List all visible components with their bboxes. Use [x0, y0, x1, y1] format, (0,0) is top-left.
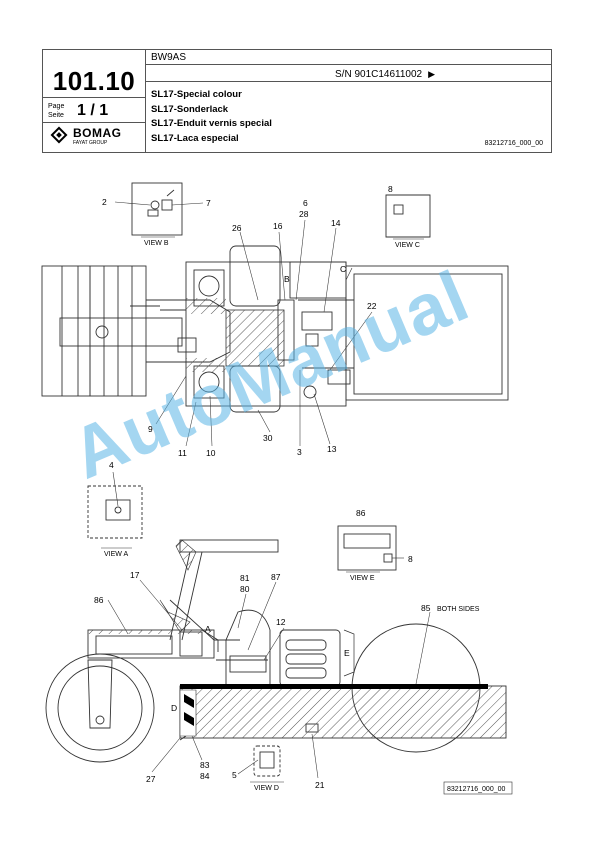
callout-27: 27 — [146, 774, 156, 784]
title-en: SL17-Special colour — [151, 89, 242, 100]
callout-b: B — [284, 274, 290, 284]
header-rule — [43, 122, 145, 123]
callout-5: 5 — [232, 770, 237, 780]
title-list: SL17-Special colour SL17-Sonderlack SL17… — [151, 88, 272, 146]
view-e-label: VIEW E — [350, 575, 375, 582]
serial-number: S/N 901C14611002▶ — [335, 69, 436, 80]
callout-86: 86 — [356, 508, 366, 518]
page-number: 1 / 1 — [77, 102, 109, 119]
callout-21: 21 — [315, 780, 325, 790]
drawing-ref-box — [443, 781, 513, 795]
view-b-label: VIEW B — [144, 240, 169, 247]
header-rule — [145, 64, 551, 65]
callout-84: 84 — [200, 771, 210, 781]
title-fr: SL17-Enduit vernis special — [151, 118, 272, 129]
view-b-frame — [131, 182, 183, 236]
doc-reference: 83212716_000_00 — [484, 140, 543, 147]
callout-12: 12 — [276, 617, 286, 627]
callout-e: E — [344, 648, 350, 658]
view-c-label: VIEW C — [395, 242, 420, 249]
header-rule — [43, 97, 145, 98]
callout-26: 26 — [232, 223, 242, 233]
view-c-frame — [385, 194, 431, 238]
callout-a: A — [205, 624, 211, 634]
callout-11: 11 — [178, 448, 187, 458]
view-d-label: VIEW D — [254, 785, 279, 792]
callout-80: 80 — [240, 584, 250, 594]
drawing-ref-label: 83212716_000_00 — [447, 786, 506, 793]
callout-16: 16 — [273, 221, 283, 231]
section-number: 101.10 — [52, 66, 136, 96]
callout-14: 14 — [331, 218, 341, 228]
callout-2: 2 — [102, 197, 107, 207]
title-de: SL17-Sonderlack — [151, 103, 229, 115]
callout-86: 86 — [94, 595, 104, 605]
view-a-label: VIEW A — [104, 551, 128, 558]
header-rule — [145, 81, 551, 82]
title-es: SL17-Laca especial — [151, 132, 239, 144]
bomag-logo: BOMAG FAYAT GROUP — [50, 126, 137, 150]
callout-3: 3 — [297, 447, 302, 457]
callout-both-sides: BOTH SIDES — [437, 606, 480, 613]
play-arrow-icon[interactable]: ▶ — [428, 69, 436, 79]
callout-10: 10 — [206, 448, 216, 458]
callout-87: 87 — [271, 572, 281, 582]
callout-28: 28 — [299, 209, 309, 219]
callout-17: 17 — [130, 570, 140, 580]
header-divider — [145, 50, 146, 152]
callout-4: 4 — [109, 460, 114, 470]
callout-85: 85 — [421, 603, 431, 613]
callout-83: 83 — [200, 760, 210, 770]
callout-9: 9 — [148, 424, 153, 434]
callout-7: 7 — [206, 198, 211, 208]
callout-6: 6 — [303, 198, 308, 208]
callout-8: 8 — [388, 184, 393, 194]
callout-c: C — [340, 264, 346, 274]
callout-d: D — [171, 703, 177, 713]
model-name: BW9AS — [151, 52, 187, 63]
callout-8: 8 — [408, 554, 413, 564]
callout-30: 30 — [263, 433, 273, 443]
callout-22: 22 — [367, 301, 377, 311]
callout-13: 13 — [327, 444, 337, 454]
callout-81: 81 — [240, 573, 250, 583]
